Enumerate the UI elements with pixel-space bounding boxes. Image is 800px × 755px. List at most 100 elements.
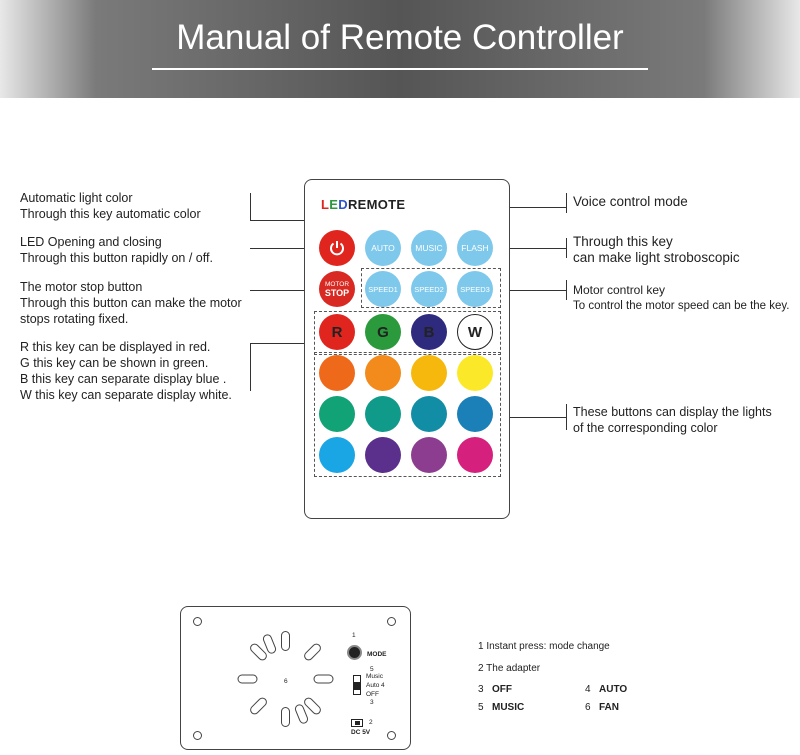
led-label-line2: Through this button rapidly on / off. (20, 251, 213, 265)
screw-hole (387, 731, 396, 740)
switch-knob (354, 682, 360, 690)
leader-rgbw (250, 343, 315, 344)
led-label-line1: LED Opening and closing (20, 235, 162, 249)
leader-speed-bracket (566, 280, 567, 300)
screw-hole (193, 731, 202, 740)
color-button[interactable] (319, 355, 355, 391)
label-5: 5 (370, 666, 374, 673)
label-1: 1 (352, 632, 356, 639)
power-button[interactable] (319, 230, 355, 266)
label-4: 4 (381, 682, 385, 689)
label-3: 3 (370, 699, 374, 706)
mode-button[interactable] (347, 645, 362, 660)
legend-1: 1 Instant press: mode change (478, 641, 610, 652)
mode-text: MODE (367, 651, 387, 658)
speed2-button[interactable]: SPEED2 (411, 271, 447, 307)
leader-speed (499, 290, 566, 291)
motor-label-line1: The motor stop button (20, 280, 143, 294)
remote-brand: LEDREMOTE (321, 197, 405, 212)
flash-button[interactable]: FLASH (457, 230, 493, 266)
legend-3: OFF (492, 684, 512, 695)
brand-e: E (329, 197, 339, 212)
power-icon (330, 241, 344, 256)
red-button[interactable]: R (319, 314, 355, 350)
dc-jack (351, 719, 363, 727)
colors-label-line2: of the corresponding color (573, 421, 718, 435)
blue-button[interactable]: B (411, 314, 447, 350)
color-button[interactable] (319, 396, 355, 432)
dc-jack-pin (355, 721, 360, 725)
legend-6: FAN (599, 702, 619, 713)
fan-vent (237, 674, 258, 684)
leader-flash (493, 248, 566, 249)
legend-4-number: 4 (585, 684, 591, 695)
w-label: W this key can separate display white. (20, 388, 232, 402)
leader-auto-vertical (250, 193, 251, 221)
brand-d: D (338, 197, 348, 212)
voice-label: Voice control mode (573, 194, 688, 209)
strobe-label-line2: can make light stroboscopic (573, 250, 740, 265)
leader-colors (503, 417, 566, 418)
page-title: Manual of Remote Controller (176, 18, 624, 57)
mode-switch[interactable] (353, 675, 361, 695)
color-button[interactable] (457, 355, 493, 391)
green-button[interactable]: G (365, 314, 401, 350)
screw-hole (193, 617, 202, 626)
fan-vent (248, 695, 269, 717)
motor-label-line3: stops rotating fixed. (20, 312, 129, 326)
motor-text: MOTOR (324, 281, 350, 288)
legend-4: AUTO (599, 684, 628, 695)
b-label: B this key can separate display blue . (20, 372, 227, 386)
legend-5-number: 5 (478, 702, 484, 713)
music-button[interactable]: MUSIC (411, 230, 447, 266)
color-button[interactable] (457, 437, 493, 473)
fan-vent (302, 641, 323, 663)
speed1-button[interactable]: SPEED1 (365, 271, 401, 307)
leader-voice-bracket (566, 193, 567, 213)
brand-l: L (321, 197, 330, 212)
legend-5: MUSIC (492, 702, 525, 713)
device-panel: 6 1 MODE 5 Music Auto 4 OFF 3 2 DC 5V (180, 606, 411, 750)
r-label: R this key can be displayed in red. (20, 340, 211, 354)
label-6: 6 (284, 678, 288, 685)
page-header: Manual of Remote Controller (0, 0, 800, 98)
white-button[interactable]: W (457, 314, 493, 350)
fan-vent (281, 707, 290, 727)
speed-group-outline (361, 268, 501, 308)
speed-label-line2: To control the motor speed can be the ke… (573, 300, 790, 312)
leader-flash-bracket (566, 238, 567, 258)
stop-text: STOP (324, 288, 350, 298)
fan-vent (313, 674, 334, 684)
colors-label-line1: These buttons can display the lights (573, 405, 772, 419)
color-button[interactable] (319, 437, 355, 473)
remote-controller: LEDREMOTE AUTO MUSIC FLASH MOTOR STOP SP… (304, 179, 510, 519)
color-button[interactable] (365, 437, 401, 473)
screw-hole (387, 617, 396, 626)
auto-button[interactable]: AUTO (365, 230, 401, 266)
color-grid-outline (314, 352, 501, 477)
legend-6-number: 6 (585, 702, 591, 713)
color-button[interactable] (365, 396, 401, 432)
color-button[interactable] (411, 396, 447, 432)
color-button[interactable] (365, 355, 401, 391)
label-2: 2 (369, 719, 373, 726)
dc-text: DC 5V (351, 729, 371, 736)
color-button[interactable] (457, 396, 493, 432)
auto-label-line2: Through this key automatic color (20, 207, 201, 221)
fan-vent (281, 631, 290, 651)
motor-stop-button[interactable]: MOTOR STOP (319, 271, 355, 307)
music-position: Music (366, 673, 383, 680)
motor-label-line2: Through this button can make the motor (20, 296, 242, 310)
leader-rgbw-vertical (250, 343, 251, 391)
color-button[interactable] (411, 437, 447, 473)
g-label: G this key can be shown in green. (20, 356, 209, 370)
title-underline (152, 68, 648, 70)
leader-motor (250, 290, 320, 291)
speed3-button[interactable]: SPEED3 (457, 271, 493, 307)
off-position: OFF (366, 691, 379, 698)
legend-3-number: 3 (478, 684, 484, 695)
legend-2: 2 The adapter (478, 663, 541, 674)
rgbw-group-outline (314, 311, 501, 355)
color-button[interactable] (411, 355, 447, 391)
auto-label-line1: Automatic light color (20, 191, 133, 205)
